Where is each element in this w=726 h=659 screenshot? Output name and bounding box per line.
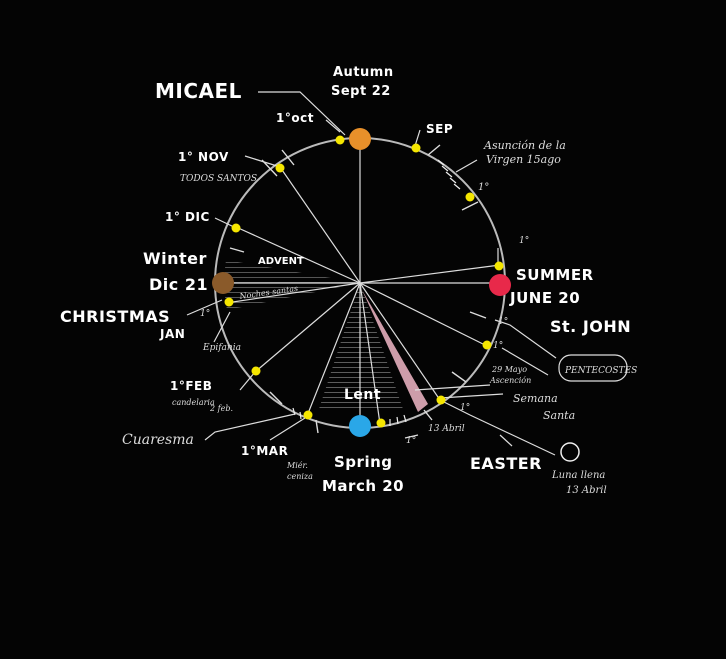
label-easter: EASTER bbox=[470, 454, 542, 473]
label-cuaresma: Cuaresma bbox=[122, 432, 194, 448]
label-one-jun-b: 1° bbox=[498, 317, 508, 327]
label-mar: 1°MAR bbox=[241, 444, 288, 458]
label-candelaria-1: candelaria bbox=[172, 398, 215, 407]
label-one-apr: 1° bbox=[460, 403, 470, 413]
label-candelaria-2: 2 feb. bbox=[209, 404, 233, 413]
label-miercoles-1: Miér. bbox=[286, 461, 308, 470]
pointer-lines bbox=[186, 91, 557, 456]
label-asuncion-2: Virgen 15ago bbox=[486, 153, 561, 166]
label-advent: ADVENT bbox=[258, 256, 304, 267]
dense-ticks bbox=[292, 159, 461, 426]
label-winter: Winter bbox=[143, 249, 207, 268]
marker-mar bbox=[303, 410, 313, 420]
label-pentecostes: PENTECOSTES bbox=[564, 366, 637, 376]
label-spring: Spring bbox=[334, 453, 393, 471]
marker-sep bbox=[411, 143, 421, 153]
label-luna-llena-2: 13 Abril bbox=[566, 485, 607, 496]
label-dic: 1° DIC bbox=[165, 210, 210, 224]
marker-jan bbox=[224, 297, 234, 307]
full-moon-icon bbox=[560, 442, 580, 462]
label-winter-date: Dic 21 bbox=[149, 275, 208, 294]
marker-apr bbox=[436, 395, 446, 405]
marker-spring2 bbox=[376, 418, 386, 428]
easter-wedge bbox=[362, 290, 428, 412]
label-semana-santa-1: Semana bbox=[513, 392, 558, 405]
marker-jun bbox=[494, 261, 504, 271]
pentecostes-box bbox=[558, 354, 628, 382]
label-oct: 1°oct bbox=[276, 111, 314, 125]
label-feb: 1°FEB bbox=[170, 379, 212, 393]
marker-dic bbox=[231, 223, 241, 233]
label-jan: JAN bbox=[159, 327, 185, 341]
label-abril-13: 13 Abril bbox=[428, 424, 465, 434]
summer-dot[interactable] bbox=[489, 274, 511, 296]
label-one-may: 1° bbox=[493, 341, 503, 351]
label-st-john: St. JOHN bbox=[550, 317, 631, 336]
marker-may bbox=[482, 340, 492, 350]
label-luna-llena-1: Luna llena bbox=[551, 470, 605, 481]
label-one-jun: 1° bbox=[519, 236, 529, 246]
label-todos-santos: TODOS SANTOS bbox=[180, 174, 257, 184]
label-miercoles-2: ceniza bbox=[287, 472, 313, 481]
spokes bbox=[215, 138, 503, 428]
winter-dot[interactable] bbox=[212, 272, 234, 294]
label-spring-date: March 20 bbox=[322, 477, 404, 495]
label-one-jan: 1° bbox=[200, 309, 210, 319]
label-mayo-1: 29 Mayo bbox=[491, 365, 527, 374]
label-autumn: Autumn bbox=[333, 65, 394, 80]
marker-oct bbox=[335, 135, 345, 145]
label-epifania: Epifania bbox=[202, 343, 241, 353]
marker-nov bbox=[275, 163, 285, 173]
label-autumn-date: Sept 22 bbox=[331, 84, 391, 99]
marker-feb bbox=[251, 366, 261, 376]
marker-aug bbox=[465, 192, 475, 202]
label-one-spring: 1° bbox=[406, 436, 416, 446]
label-semana-santa-2: Santa bbox=[543, 409, 575, 422]
label-lent: Lent bbox=[344, 387, 381, 403]
lent-hatch bbox=[318, 283, 404, 412]
label-nov: 1° NOV bbox=[178, 150, 229, 164]
spring-dot[interactable] bbox=[349, 415, 371, 437]
label-sep: SEP bbox=[426, 122, 453, 136]
label-one-aug: 1° bbox=[478, 182, 489, 193]
label-asuncion-1: Asunción de la bbox=[483, 139, 566, 152]
label-summer: SUMMER bbox=[516, 266, 594, 284]
month-markers bbox=[224, 135, 504, 428]
autumn-dot[interactable] bbox=[349, 128, 371, 150]
label-micael: MICAEL bbox=[155, 79, 242, 103]
label-christmas: CHRISTMAS bbox=[60, 307, 170, 326]
label-summer-date: JUNE 20 bbox=[509, 289, 580, 307]
label-mayo-2: Ascención bbox=[489, 376, 531, 385]
advent-hatch bbox=[224, 260, 360, 310]
